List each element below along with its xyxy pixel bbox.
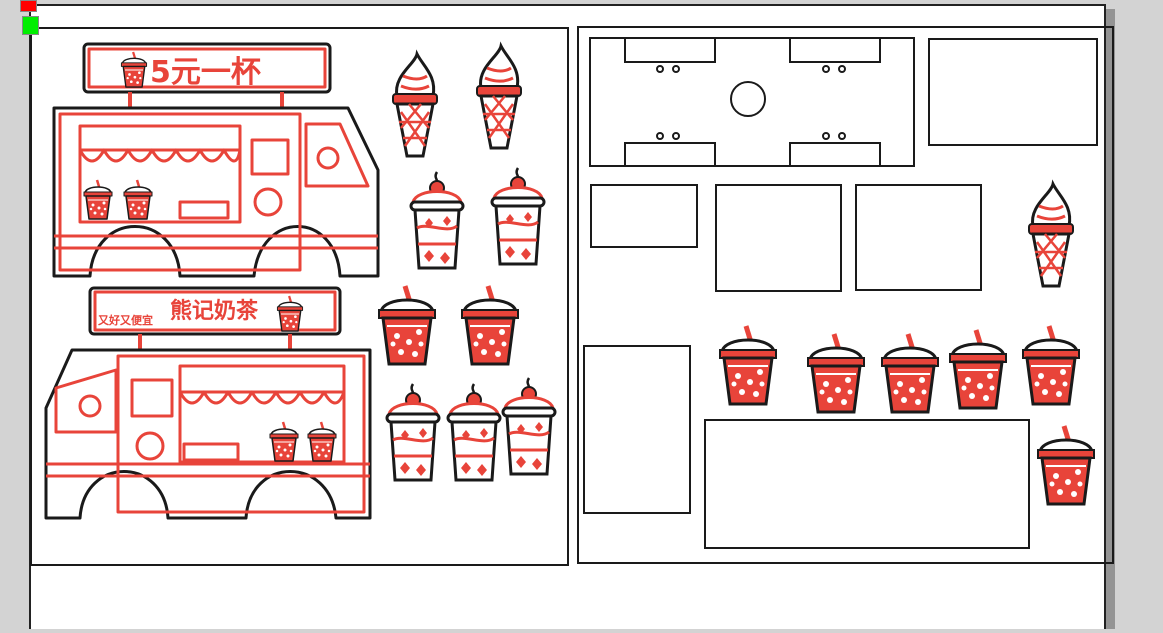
right-panel-frame[interactable] [577, 26, 1114, 564]
selection-handle-red[interactable] [20, 0, 37, 12]
selection-handle-green[interactable] [22, 16, 39, 35]
truck-slogan-text: 又好又便宜 [97, 313, 153, 327]
truck-sign-text-2: 熊记奶茶 [170, 298, 259, 324]
food-truck-bottom[interactable]: 又好又便宜 熊记奶茶 [44, 286, 372, 520]
left-panel-frame[interactable] [30, 27, 569, 566]
food-truck-top[interactable]: 5元一杯 [52, 42, 380, 278]
truck-sign-text: 5元一杯 [150, 55, 261, 90]
right-layout-shapes[interactable] [583, 37, 1098, 549]
